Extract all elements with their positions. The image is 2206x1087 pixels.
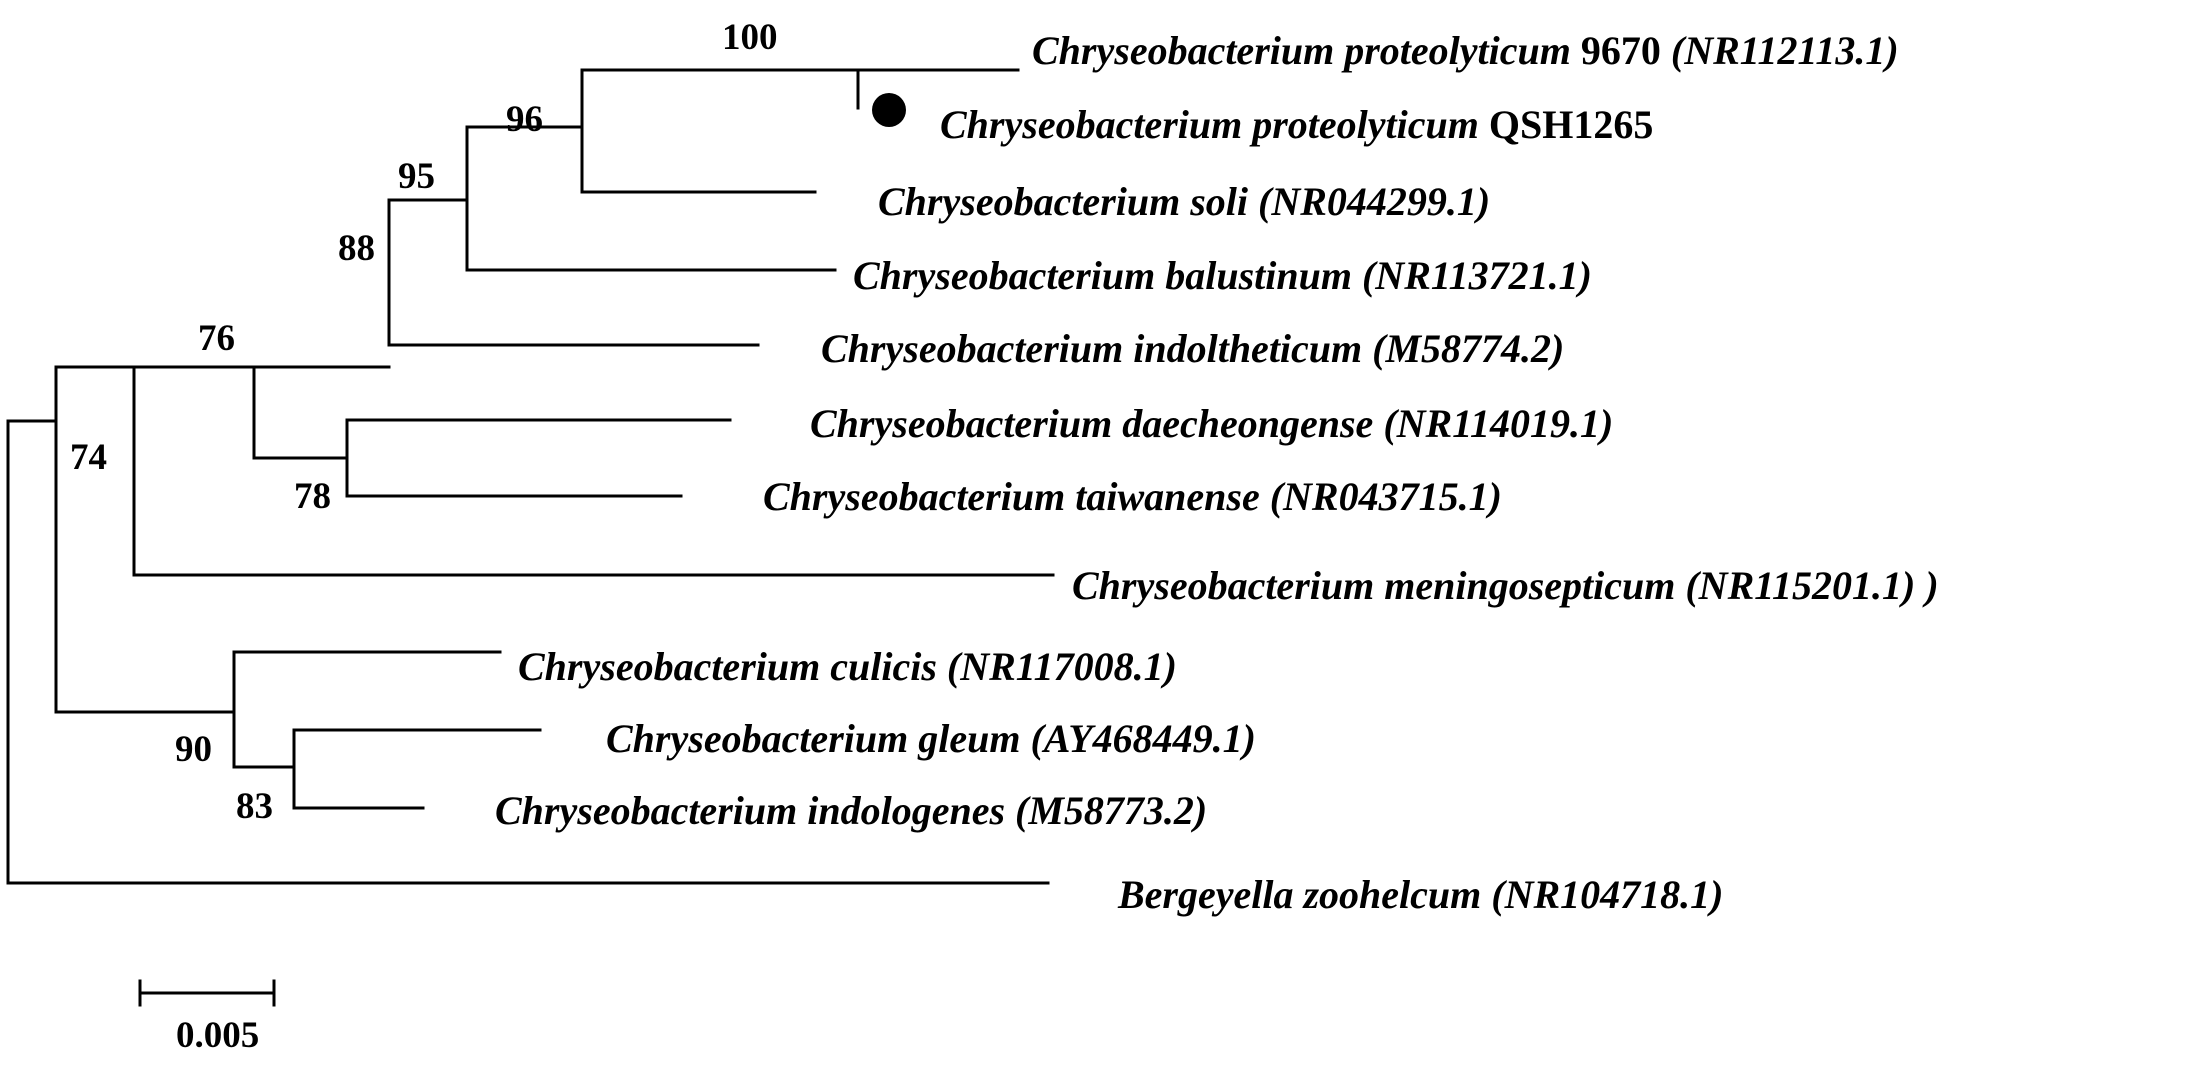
bootstrap-n74: 74 xyxy=(70,437,107,478)
scale-bar-label: 0.005 xyxy=(176,1015,259,1056)
taxon-accession: (NR044299.1) xyxy=(1248,179,1490,224)
taxon-species: Chryseobacterium meningosepticum xyxy=(1072,563,1675,608)
bootstrap-n78: 78 xyxy=(294,476,331,517)
taxon-label-soli: Chryseobacterium soli (NR044299.1) xyxy=(878,179,1490,224)
taxon-species: Chryseobacterium soli xyxy=(878,179,1248,224)
bootstrap-n96: 96 xyxy=(506,99,543,140)
taxon-species: Chryseobacterium culicis xyxy=(518,644,937,689)
bootstrap-n76: 76 xyxy=(198,318,235,359)
scale-bar: 0.005 xyxy=(138,979,276,1056)
taxon-label-taiwanense: Chryseobacterium taiwanense (NR043715.1) xyxy=(763,474,1502,519)
taxon-accession: (M58774.2) xyxy=(1362,326,1564,371)
taxon-accession: (NR043715.1) xyxy=(1260,474,1502,519)
taxon-species: Chryseobacterium indologenes xyxy=(495,788,1005,833)
marker-dot xyxy=(872,93,906,127)
bootstrap-n90: 90 xyxy=(175,729,212,770)
taxon-label-culicis: Chryseobacterium culicis (NR117008.1) xyxy=(518,644,1177,689)
bootstrap-n83: 83 xyxy=(236,786,273,827)
bootstrap-n95: 95 xyxy=(398,156,435,197)
taxon-label-daecheongense: Chryseobacterium daecheongense (NR114019… xyxy=(810,401,1613,446)
bootstrap-n100: 100 xyxy=(722,17,778,58)
taxon-label-indoltheticum: Chryseobacterium indoltheticum (M58774.2… xyxy=(821,326,1564,371)
taxon-accession: (NR117008.1) xyxy=(937,644,1177,689)
taxon-label-bergeyella: Bergeyella zoohelcum (NR104718.1) xyxy=(1117,872,1724,917)
taxon-species: Chryseobacterium proteolyticum xyxy=(1032,28,1571,73)
taxon-label-proteolyticum-qsh1265: Chryseobacterium proteolyticum QSH1265 xyxy=(940,102,1653,147)
taxon-label-balustinum: Chryseobacterium balustinum (NR113721.1) xyxy=(853,253,1592,298)
taxon-accession: (NR115201.1) ) xyxy=(1675,563,1938,608)
taxon-species: Chryseobacterium balustinum xyxy=(853,253,1352,298)
taxon-species: Chryseobacterium gleum xyxy=(606,716,1020,761)
taxon-strain: 9670 xyxy=(1571,28,1671,73)
taxon-accession: (NR112113.1) xyxy=(1671,28,1899,73)
taxon-label-proteolyticum-9670: Chryseobacterium proteolyticum 9670 (NR1… xyxy=(1032,28,1899,73)
taxon-strain: QSH1265 xyxy=(1479,102,1653,147)
taxon-species: Chryseobacterium taiwanense xyxy=(763,474,1260,519)
taxon-species: Chryseobacterium daecheongense xyxy=(810,401,1373,446)
taxon-accession: (NR104718.1) xyxy=(1481,872,1723,917)
taxon-accession: (NR114019.1) xyxy=(1373,401,1613,446)
taxon-species: Bergeyella zoohelcum xyxy=(1117,872,1481,917)
taxon-accession: (NR113721.1) xyxy=(1352,253,1592,298)
taxon-species: Chryseobacterium indoltheticum xyxy=(821,326,1362,371)
bootstrap-n88: 88 xyxy=(338,228,375,269)
taxon-label-gleum: Chryseobacterium gleum (AY468449.1) xyxy=(606,716,1256,761)
taxon-label-indologenes: Chryseobacterium indologenes (M58773.2) xyxy=(495,788,1207,833)
taxon-accession: (AY468449.1) xyxy=(1020,716,1256,761)
taxon-label-meningosepticum: Chryseobacterium meningosepticum (NR1152… xyxy=(1072,563,1939,608)
taxon-accession: (M58773.2) xyxy=(1005,788,1207,833)
taxon-species: Chryseobacterium proteolyticum xyxy=(940,102,1479,147)
